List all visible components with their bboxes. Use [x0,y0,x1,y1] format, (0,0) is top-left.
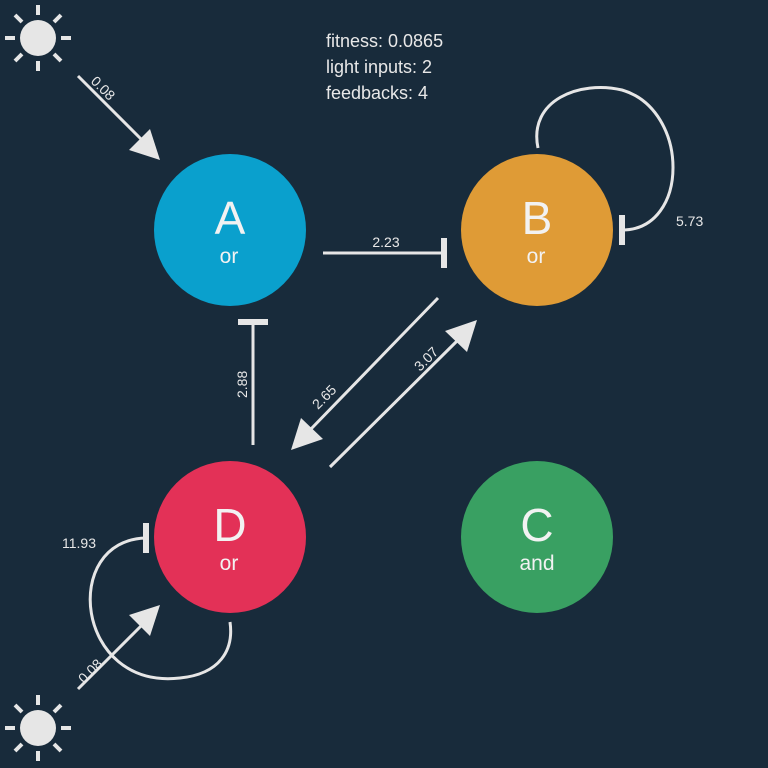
node-B-gate: or [527,245,546,268]
edge-label-D-to-B: 3.07 [411,343,442,374]
node-D-letter: D [213,499,246,551]
node-A-gate: or [220,245,239,268]
edge-D-to-A [238,319,268,445]
edge-light-to-A [76,74,160,160]
node-C-gate: and [519,552,554,575]
node-B[interactable]: B or [461,154,613,306]
edge-label-light-to-D: 0.08 [75,655,106,686]
edge-label-D-to-D: 11.93 [62,535,96,551]
light-inputs-text: light inputs: 2 [326,57,433,77]
edge-A-to-B [323,238,447,268]
edge-B-to-B [535,86,675,245]
edge-light-to-D [76,605,160,691]
edge-label-B-to-D: 2.65 [309,381,340,412]
node-A[interactable]: A or [154,154,306,306]
edge-D-to-D [88,523,233,681]
fitness-text: fitness: 0.0865 [326,31,444,51]
node-C-letter: C [520,499,553,551]
node-A-letter: A [215,192,246,244]
sun-icon-top [5,5,71,71]
edge-label-D-to-A: 2.88 [234,371,250,398]
edge-label-B-to-B: 5.73 [676,213,703,229]
edge-B-to-D [291,296,440,450]
node-D[interactable]: D or [154,461,306,613]
node-C[interactable]: C and [461,461,613,613]
node-D-gate: or [220,552,239,575]
edge-label-A-to-B: 2.23 [372,234,399,250]
stats-panel: fitness: 0.0865 light inputs: 2 feedback… [326,28,443,106]
sun-icon-bottom [5,695,71,761]
edge-D-to-B [328,320,477,469]
feedbacks-text: feedbacks: 4 [326,83,429,103]
node-B-letter: B [522,192,553,244]
edge-label-light-to-A: 0.08 [88,73,119,104]
